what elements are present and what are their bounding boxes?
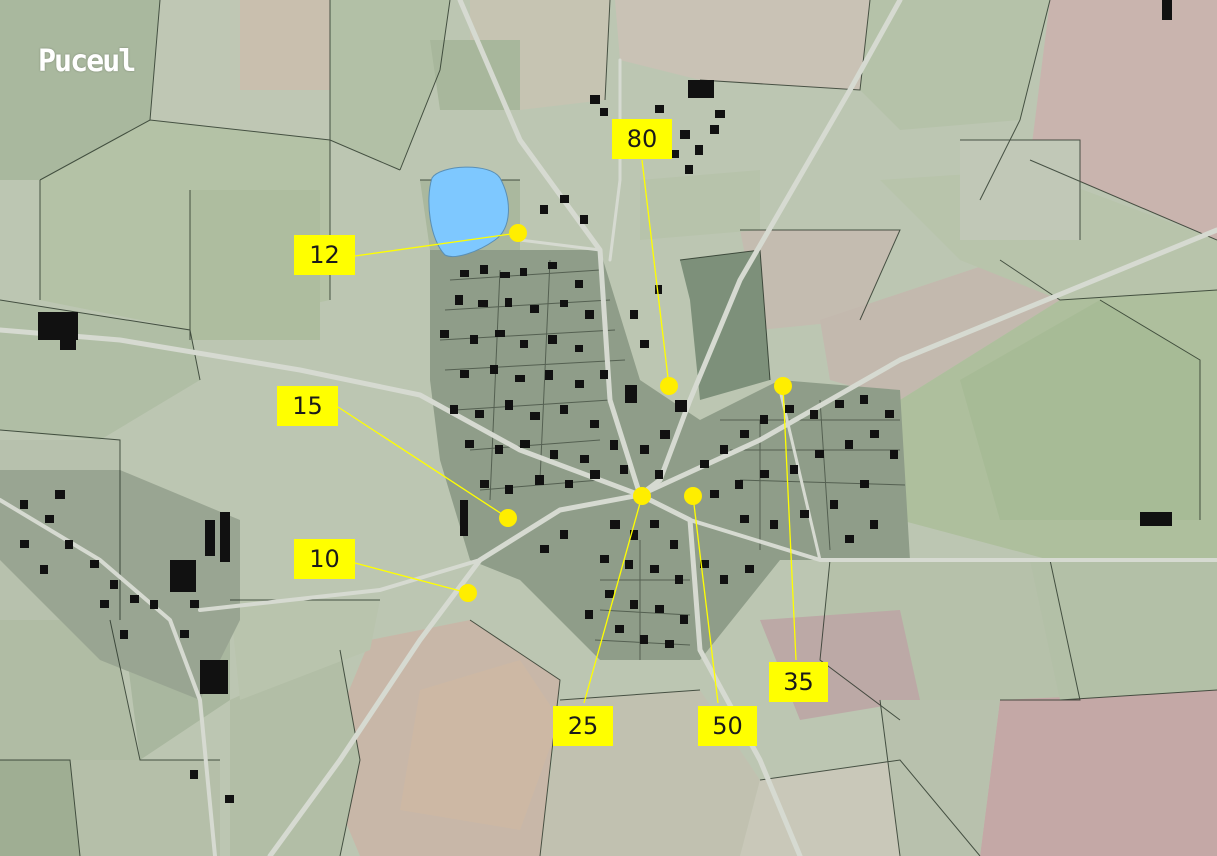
callout-35: 35 — [769, 662, 828, 702]
pond — [428, 166, 509, 257]
point-80 — [660, 377, 678, 395]
point-50 — [684, 487, 702, 505]
leader-line-10 — [354, 562, 469, 594]
point-35 — [774, 377, 792, 395]
leader-line-80 — [641, 159, 670, 387]
point-15 — [499, 509, 517, 527]
leader-line-12 — [354, 232, 519, 257]
callout-25: 25 — [553, 706, 613, 746]
buildings — [20, 0, 1172, 803]
point-12 — [509, 224, 527, 242]
callout-12: 12 — [294, 235, 355, 275]
place-name-label: Puceul — [38, 44, 136, 79]
leader-line-35 — [782, 385, 797, 661]
point-25 — [633, 487, 651, 505]
callout-10: 10 — [294, 539, 355, 579]
leader-line-15 — [337, 406, 509, 519]
leader-line-50 — [692, 495, 719, 704]
callout-15: 15 — [277, 386, 338, 426]
callout-80: 80 — [612, 119, 672, 159]
point-10 — [459, 584, 477, 602]
leader-line-25 — [583, 495, 643, 704]
callout-50: 50 — [698, 706, 757, 746]
